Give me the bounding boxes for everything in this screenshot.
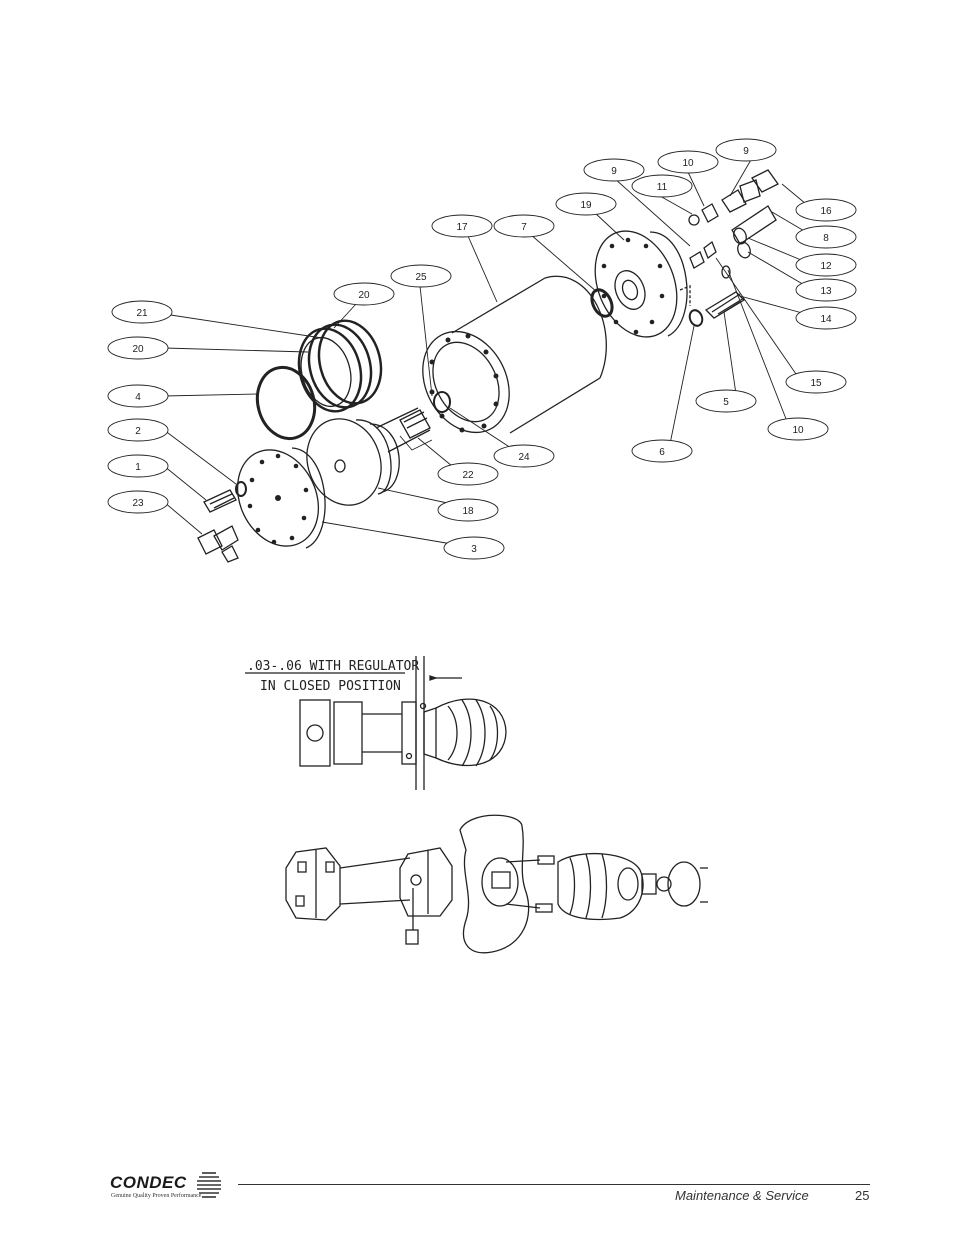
logo-tagline: Genuine Quality Proven Performance.	[111, 1193, 203, 1199]
regulator-note-line-1: .03-.06 WITH REGULATOR	[247, 659, 419, 674]
svg-text:5: 5	[723, 397, 729, 408]
callout-2: 2	[107, 418, 169, 442]
front-cap	[236, 447, 326, 549]
callout-8: 8	[795, 225, 857, 249]
callout-6: 6	[631, 439, 693, 463]
svg-text:10: 10	[682, 158, 694, 169]
callout-18: 18	[437, 498, 499, 522]
svg-text:2: 2	[135, 426, 141, 437]
svg-text:18: 18	[462, 506, 474, 517]
callout-5: 5	[695, 389, 757, 413]
svg-text:14: 14	[820, 314, 832, 325]
svg-text:8: 8	[823, 233, 829, 244]
callout-4: 4	[107, 384, 169, 408]
svg-text:3: 3	[471, 544, 477, 555]
seals	[297, 319, 383, 413]
svg-text:23: 23	[132, 498, 144, 509]
svg-text:9: 9	[611, 166, 617, 177]
cylinder-body	[422, 275, 607, 434]
callout-22: 22	[437, 462, 499, 486]
footer-section-title: Maintenance & Service	[675, 1188, 809, 1203]
svg-text:17: 17	[456, 222, 468, 233]
svg-text:15: 15	[810, 378, 822, 389]
callout-19: 19	[555, 192, 617, 216]
svg-text:10: 10	[792, 425, 804, 436]
callout-10-top: 10	[657, 150, 719, 174]
svg-text:4: 4	[135, 392, 141, 403]
svg-text:16: 16	[820, 206, 832, 217]
o-ring-7	[590, 288, 614, 318]
svg-text:20: 20	[132, 344, 144, 355]
svg-text:12: 12	[820, 261, 832, 272]
svg-text:11: 11	[657, 182, 668, 193]
callout-23: 23	[107, 490, 169, 514]
callout-17: 17	[431, 214, 493, 238]
regulator-closed-detail	[245, 656, 507, 790]
end-cap-flange	[594, 230, 691, 338]
callout-16: 16	[795, 198, 857, 222]
piston-assembly	[306, 391, 451, 506]
callout-20-top: 20	[333, 282, 395, 306]
callout-13: 13	[795, 278, 857, 302]
svg-text:7: 7	[521, 222, 527, 233]
callout-14: 14	[795, 306, 857, 330]
callouts: 9 9 10 11 16 19 8 17 7 12 13 25 14 20 21…	[107, 138, 857, 560]
svg-text:21: 21	[136, 308, 148, 319]
footer-divider	[238, 1184, 870, 1185]
callout-10-bottom: 10	[767, 417, 829, 441]
svg-text:1: 1	[135, 462, 141, 473]
svg-text:25: 25	[415, 272, 427, 283]
logo-wordmark: CONDEC	[110, 1173, 187, 1192]
svg-text:20: 20	[358, 290, 370, 301]
callout-7: 7	[493, 214, 555, 238]
svg-text:13: 13	[820, 286, 832, 297]
svg-text:6: 6	[659, 447, 665, 458]
regulator-note-line-2: IN CLOSED POSITION	[260, 679, 401, 694]
svg-text:9: 9	[743, 146, 749, 157]
o-ring-4	[255, 365, 317, 441]
exploded-assembly-diagram: 9 9 10 11 16 19 8 17 7 12 13 25 14 20 21…	[107, 138, 857, 954]
svg-text:19: 19	[580, 200, 592, 211]
svg-text:24: 24	[518, 452, 530, 463]
fasteners	[197, 481, 247, 563]
callout-15: 15	[785, 370, 847, 394]
callout-21: 21	[111, 300, 173, 324]
callout-12: 12	[795, 253, 857, 277]
callout-3: 3	[443, 536, 505, 560]
condec-logo: CONDEC Genuine Quality Proven Performanc…	[110, 1168, 225, 1204]
logo-globe-icon	[197, 1172, 221, 1198]
page-number: 25	[855, 1188, 870, 1203]
svg-text:22: 22	[462, 470, 474, 481]
callout-9-right: 9	[715, 138, 777, 162]
callout-25: 25	[390, 264, 452, 288]
callout-9-top: 9	[583, 158, 645, 182]
callout-1: 1	[107, 454, 169, 478]
valve-parts	[688, 169, 779, 327]
leader-lines	[163, 157, 807, 545]
regulator-exploded-detail	[285, 814, 708, 954]
callout-20-left: 20	[107, 336, 169, 360]
callout-11: 11	[631, 174, 693, 198]
callout-24: 24	[493, 444, 555, 468]
